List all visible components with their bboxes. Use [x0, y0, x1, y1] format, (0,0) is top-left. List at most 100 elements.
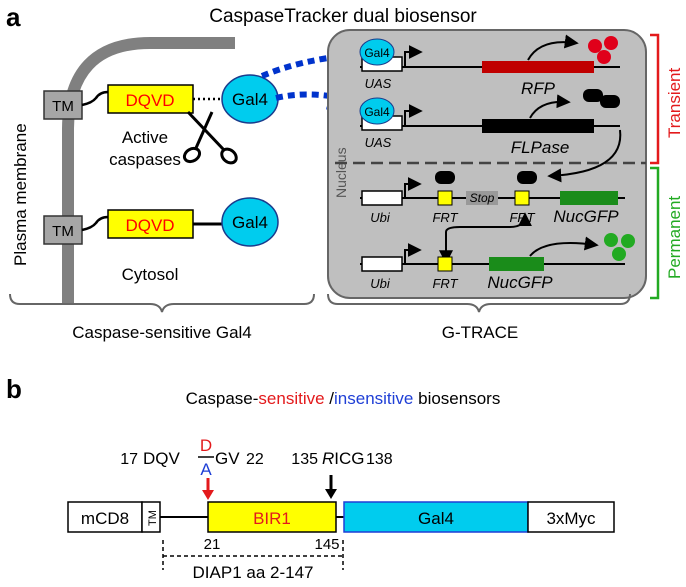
- nucleus-label: Nucleus: [333, 147, 349, 198]
- nucgfp-label-2: NucGFP: [487, 273, 553, 292]
- panel-a-title: CaspaseTracker dual biosensor: [209, 6, 477, 27]
- uas-label-1: UAS: [365, 76, 392, 91]
- frt-flp-bound: [435, 171, 455, 184]
- pos-145-label: 145: [314, 536, 339, 553]
- cleavage-arrow-head: [202, 490, 214, 500]
- gal4-label-bottom: Gal4: [232, 213, 268, 232]
- nucgfp-gene-2: [489, 257, 544, 271]
- flp-action-arrow: [547, 129, 622, 183]
- right-caption: G-TRACE: [442, 323, 519, 342]
- gal4-bound-2: [359, 97, 395, 125]
- frt-label-3: FRT: [432, 276, 458, 291]
- rfp-label: RFP: [521, 79, 556, 98]
- tm-label-b: TM: [147, 510, 159, 526]
- title-insensitive: insensitive: [334, 389, 413, 408]
- flpase-gene: [482, 119, 594, 133]
- right-brace: [327, 293, 631, 313]
- ubi-box-1: [361, 190, 403, 206]
- left-caption: Caspase-sensitive Gal4: [72, 323, 252, 342]
- permanent-bracket: [650, 166, 660, 300]
- motif-start: 17: [120, 451, 138, 468]
- promoter-arrow-3: [404, 177, 422, 198]
- motif-d: D: [200, 436, 212, 455]
- ubi-label-1: Ubi: [370, 210, 391, 225]
- panel-b-title: Caspase-sensitive /insensitive biosensor…: [186, 389, 501, 408]
- dqvd-label-bottom: DQVD: [125, 216, 174, 235]
- ricg-motif: RICG: [322, 449, 365, 468]
- ricg-arrow-head: [325, 489, 337, 499]
- title-suffix: biosensors: [413, 389, 500, 408]
- rfp-protein-dot: [597, 50, 611, 64]
- stop-cassette: [466, 191, 498, 205]
- ricg-rest: ICG: [334, 449, 364, 468]
- recombination-arrow: [439, 212, 532, 265]
- motif-right: GV: [215, 449, 240, 468]
- mcd8-label: mCD8: [81, 509, 129, 528]
- transient-label: Transient: [665, 67, 684, 138]
- ubi-label-2: Ubi: [370, 276, 391, 291]
- rfp-gene: [482, 61, 594, 73]
- gal4-bound-2-label: Gal4: [364, 105, 390, 119]
- motif-left: DQV: [143, 449, 181, 468]
- gfp-protein-dot: [612, 247, 626, 261]
- tm-label-top: TM: [52, 98, 74, 115]
- bir1-box: [207, 501, 337, 533]
- gal4-box-b: [343, 501, 529, 533]
- pos-21-label: 21: [204, 536, 221, 553]
- rfp-protein-dot: [604, 36, 618, 50]
- tm-box-top: [43, 90, 83, 120]
- motif-end: 22: [246, 451, 264, 468]
- stop-label: Stop: [470, 191, 495, 205]
- uas-label-2: UAS: [365, 135, 392, 150]
- ricg-r: R: [322, 449, 334, 468]
- gal4-bound-1-label: Gal4: [364, 46, 390, 60]
- expression-arrow-gfp: [529, 236, 599, 257]
- diap1-label: DIAP1 aa 2-147: [193, 563, 314, 582]
- title-sensitive: sensitive: [258, 389, 324, 408]
- flp-protein: [583, 89, 603, 102]
- dqvd-label-top: DQVD: [125, 91, 174, 110]
- bir1-label: BIR1: [253, 509, 291, 528]
- gfp-protein-dot: [604, 233, 618, 247]
- nucgfp-gene-1: [560, 191, 618, 205]
- frt-site-2: [514, 190, 530, 206]
- title-slash: /: [325, 389, 335, 408]
- myc-label: 3xMyc: [546, 509, 596, 528]
- myc-box: [527, 501, 615, 533]
- panel-b-label: b: [6, 374, 22, 404]
- frt-site-3: [437, 256, 453, 272]
- gal4-bottom: [221, 197, 279, 247]
- linker-bottom: [81, 215, 109, 232]
- transient-bracket: [650, 33, 660, 165]
- plasma-membrane: [62, 37, 235, 303]
- flp-protein-bound: [517, 171, 537, 184]
- frt-label-1: FRT: [432, 210, 458, 225]
- scissors-icon: [182, 110, 238, 165]
- motif-a: A: [200, 460, 212, 479]
- expression-arrow-flp: [529, 94, 571, 119]
- mcd8-box: [67, 501, 143, 533]
- gal4-label-top: Gal4: [232, 90, 268, 109]
- translocation-arrow-2: [275, 80, 359, 110]
- ricg-start: 135: [291, 451, 318, 468]
- title-prefix: Caspase-: [186, 389, 259, 408]
- permanent-label: Permanent: [665, 196, 684, 279]
- expression-arrow-rfp: [527, 34, 579, 61]
- gfp-protein-dot: [621, 234, 635, 248]
- cytosol-label: Cytosol: [122, 265, 179, 284]
- membrane-label: Plasma membrane: [11, 123, 30, 266]
- dqvd-box-top: [107, 84, 194, 114]
- active-caspases-line1: Active: [122, 128, 168, 147]
- tm-label-bottom: TM: [52, 223, 74, 240]
- frt-site-1: [437, 190, 453, 206]
- panel-a-label: a: [6, 2, 21, 32]
- ricg-end: 138: [366, 451, 393, 468]
- linker-top: [81, 90, 109, 107]
- active-caspases-line2: caspases: [109, 150, 181, 169]
- promoter-arrow-1: [404, 45, 423, 67]
- gal4-label-b: Gal4: [418, 509, 454, 528]
- rfp-protein-dot: [588, 39, 602, 53]
- nucgfp-label-1: NucGFP: [553, 207, 619, 226]
- gal4-bound-1: [359, 38, 395, 66]
- flpase-label: FLPase: [511, 138, 570, 157]
